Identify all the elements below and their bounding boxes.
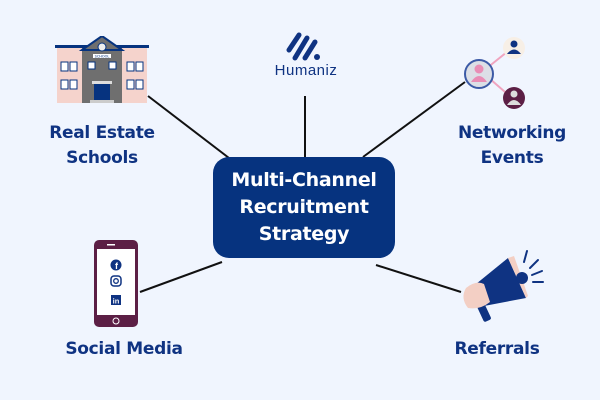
facebook-icon [110,259,122,271]
label-line-2: Events [480,148,544,168]
center-line-3: Strategy [258,223,350,245]
instagram-icon [110,275,122,287]
connector-social [139,261,223,293]
label-line-1: Real Estate [49,123,155,143]
label-line-2: Schools [66,148,138,168]
connector-networking [362,81,466,158]
label-referrals: Referrals [454,339,540,359]
linkedin-icon [111,295,121,305]
school-sign: SCHOOL [95,55,110,59]
networking-people-icon [464,37,525,109]
center-line-1: Multi-Channel [231,169,377,191]
megaphone-icon [463,250,544,322]
school-building-icon: SCHOOL [55,36,149,103]
humaniz-logo-icon [286,32,320,61]
connector-referrals [375,264,462,293]
label-networking-events: Networking Events [432,121,592,171]
label-line-1: Networking [457,123,567,143]
label-real-estate-schools: Real Estate Schools [22,121,182,171]
svg-text:in: in [113,297,120,306]
humaniz-logo-text: Humaniz [274,62,338,79]
connector-schools [147,95,230,159]
center-line-2: Recruitment [239,196,369,218]
central-strategy-box: Multi-Channel Recruitment Strategy [213,157,395,258]
smartphone-icon: f in [94,240,138,327]
svg-text:f: f [115,261,119,271]
label-social-media: Social Media [65,339,183,359]
